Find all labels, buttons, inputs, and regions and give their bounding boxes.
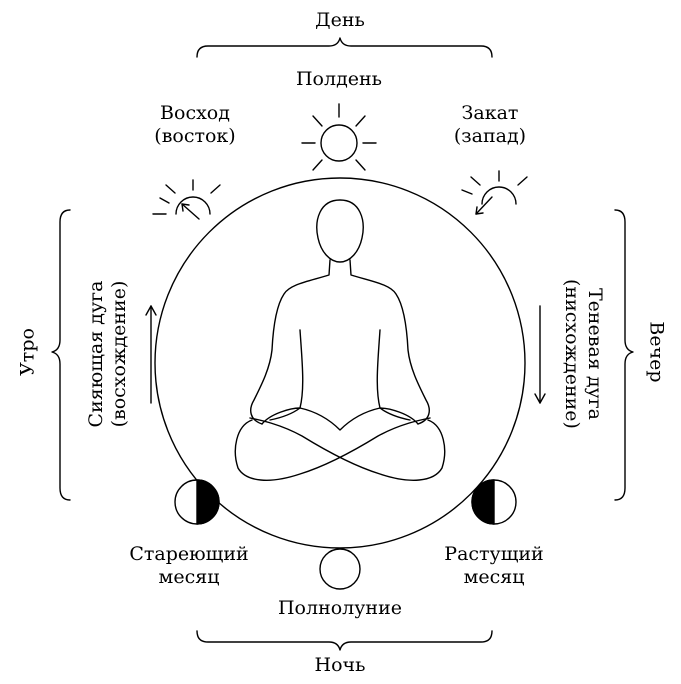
sunrise-label-line2: (восток) xyxy=(154,125,235,148)
shining-arc-line2: (восхождение) xyxy=(108,281,131,428)
full-moon-label: Полнолуние xyxy=(278,597,402,620)
sunset-label-line1: Закат xyxy=(454,102,526,125)
waning-moon-icon xyxy=(175,480,219,524)
noon-sun-icon xyxy=(302,104,376,170)
waning-moon-label: Стареющий месяц xyxy=(129,543,248,589)
shining-arc-label: Сияющая дуга (восхождение) xyxy=(85,281,131,428)
rising-sun-icon xyxy=(153,180,220,219)
right-brace xyxy=(615,210,633,500)
waning-moon-line2: месяц xyxy=(129,566,248,589)
morning-label: Утро xyxy=(17,328,40,376)
evening-label: Вечер xyxy=(645,321,668,382)
setting-sun-icon xyxy=(462,171,527,214)
shadow-arc-line2: (нисхождение) xyxy=(560,279,583,429)
waxing-moon-line1: Растущий xyxy=(444,543,543,566)
sunset-label: Закат (запад) xyxy=(454,102,526,148)
night-label: Ночь xyxy=(315,654,366,677)
full-moon-icon xyxy=(320,549,360,589)
sunrise-label: Восход (восток) xyxy=(154,102,235,148)
shadow-arc-label: Теневая дуга (нисхождение) xyxy=(560,279,606,429)
sunrise-label-line1: Восход xyxy=(154,102,235,125)
waxing-moon-label: Растущий месяц xyxy=(444,543,543,589)
descending-arrow xyxy=(535,306,545,403)
day-label: День xyxy=(315,9,365,32)
waning-moon-line1: Стареющий xyxy=(129,543,248,566)
meditating-figure-icon xyxy=(235,200,444,480)
top-brace xyxy=(197,38,492,57)
noon-label: Полдень xyxy=(296,68,382,91)
left-brace xyxy=(52,210,70,500)
sunset-label-line2: (запад) xyxy=(454,125,526,148)
shadow-arc-line1: Теневая дуга xyxy=(583,279,606,429)
waxing-moon-icon xyxy=(472,480,516,524)
waxing-moon-line2: месяц xyxy=(444,566,543,589)
shining-arc-line1: Сияющая дуга xyxy=(85,281,108,428)
bottom-brace xyxy=(197,631,492,650)
